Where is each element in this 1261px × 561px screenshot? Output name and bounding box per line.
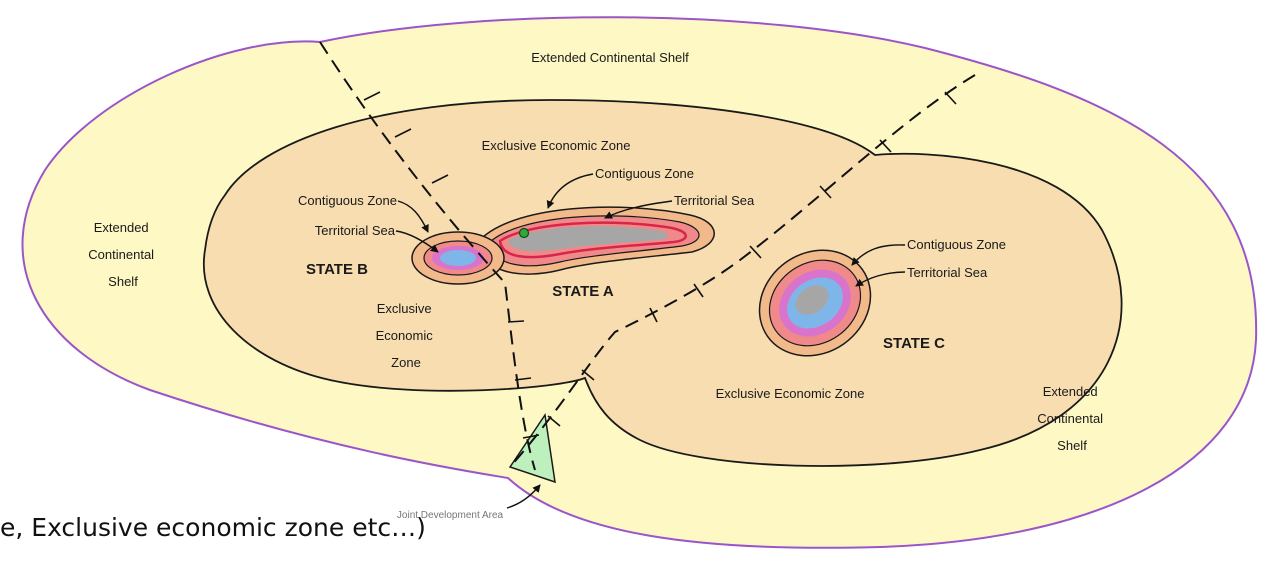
leader-ts-a [604, 200, 673, 219]
label-state-b: STATE B [306, 261, 368, 278]
leader-lines [395, 173, 906, 509]
leader-jda [506, 484, 541, 509]
state-b-zones [411, 231, 505, 285]
label-contiguous-zone-b: Contiguous Zone [298, 193, 397, 208]
label-ecs-top: Extended Continental Shelf [531, 50, 689, 65]
state-a-land [508, 226, 669, 252]
leader-ts-b [395, 230, 439, 253]
caption-text: e, Exclusive economic zone etc…) [0, 513, 426, 542]
boundary-line-a-b [319, 41, 536, 471]
leader-cz-c [851, 244, 906, 266]
state-b-land [440, 250, 476, 266]
label-territorial-sea-b: Territorial Sea [315, 223, 396, 238]
label-contiguous-zone-a: Contiguous Zone [595, 166, 694, 181]
state-c-zones [758, 249, 872, 357]
label-contiguous-zone-c: Contiguous Zone [907, 237, 1006, 252]
state-a-baseline [498, 221, 687, 259]
label-state-c: STATE C [883, 335, 945, 352]
label-eez-top: Exclusive Economic Zone [482, 138, 631, 153]
label-ecs-left: Extended Continental Shelf [88, 220, 157, 289]
label-joint-development-area: Joint Development Area [397, 510, 504, 521]
state-c-land [795, 285, 829, 315]
leader-cz-b [397, 200, 429, 233]
exclusive-economic-zone-boundary [202, 99, 1123, 467]
label-ecs-right: Extended Continental Shelf [1037, 384, 1106, 453]
state-a-zones [477, 206, 715, 275]
state-a-capital-marker [518, 227, 530, 239]
maritime-boundary-lines [319, 41, 976, 471]
label-territorial-sea-a: Territorial Sea [674, 193, 755, 208]
label-eez-c: Exclusive Economic Zone [716, 386, 865, 401]
leader-cz-a [546, 173, 594, 209]
label-eez-b: Exclusive Economic Zone [376, 301, 437, 370]
boundary-line-a-c [509, 74, 976, 468]
label-state-a: STATE A [552, 283, 614, 300]
boundary-ticks [363, 91, 957, 439]
leader-ts-c [855, 271, 906, 287]
label-territorial-sea-c: Territorial Sea [907, 265, 988, 280]
